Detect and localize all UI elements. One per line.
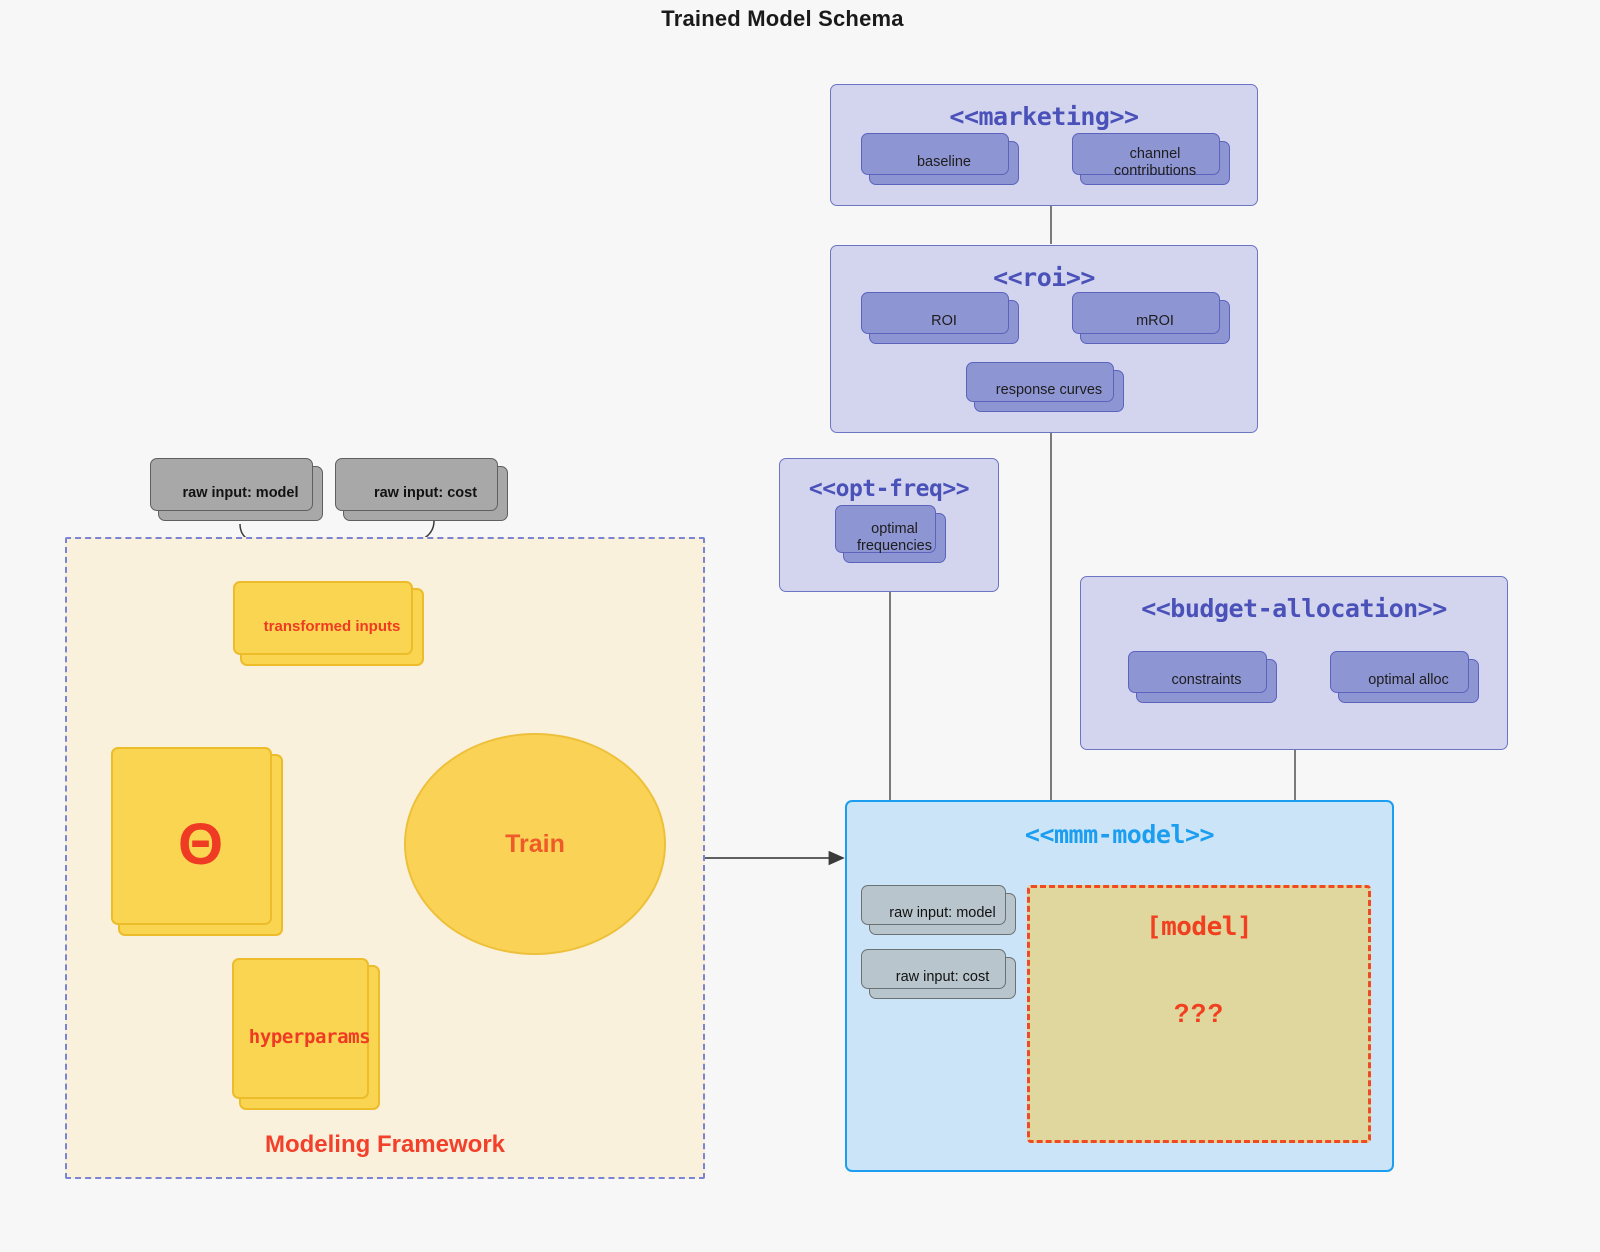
node-stack-shadow <box>1128 651 1267 693</box>
node-stack-shadow <box>861 133 1009 175</box>
node-label-line2: frequencies <box>857 538 932 554</box>
node-channel-contributions[interactable]: channel contributions <box>1072 133 1230 185</box>
node-label: raw input: model <box>182 484 299 501</box>
node-roi[interactable]: ROI <box>861 292 1019 344</box>
node-hyperparams[interactable]: hyperparams <box>232 958 380 1110</box>
node-stack-shadow <box>1072 292 1220 334</box>
node-label: raw input: model <box>889 905 996 922</box>
node-label: mROI <box>1136 313 1174 330</box>
node-raw-input-cost[interactable]: raw input: cost <box>335 458 508 521</box>
node-raw-input-model[interactable]: raw input: model <box>150 458 323 521</box>
node-label: optimal alloc <box>1368 672 1449 689</box>
model-placeholder-title: [model] <box>1145 912 1253 942</box>
package-roi[interactable]: <<roi>> ROI mROI response curves <box>830 245 1258 433</box>
node-label: raw input: cost <box>373 484 478 501</box>
node-mmm-raw-input-model[interactable]: raw input: model <box>861 885 1016 935</box>
node-label-line1: optimal <box>871 520 918 537</box>
node-transformed-inputs[interactable]: transformed inputs <box>233 581 424 666</box>
node-optimal-frequencies[interactable]: optimal frequencies <box>835 505 946 563</box>
node-stack-shadow <box>233 581 413 655</box>
package-mmm-model-stereotype: <<mmm-model>> <box>1024 820 1215 849</box>
node-theta-parameters[interactable]: Θ <box>111 747 283 936</box>
node-label: channel contributions <box>1113 145 1197 179</box>
modeling-framework-label: Modeling Framework <box>264 1131 506 1158</box>
node-stack-shadow <box>335 458 498 511</box>
node-stack-shadow <box>835 505 936 553</box>
node-baseline[interactable]: baseline <box>861 133 1019 185</box>
package-marketing[interactable]: <<marketing>> baseline channel contribut… <box>830 84 1258 206</box>
node-constraints[interactable]: constraints <box>1128 651 1277 703</box>
package-budget-allocation[interactable]: <<budget-allocation>> constraints optima… <box>1080 576 1508 750</box>
node-stack-shadow <box>1072 133 1220 175</box>
train-activity-ellipse[interactable]: Train <box>404 733 666 955</box>
node-mroi[interactable]: mROI <box>1072 292 1230 344</box>
node-stack-shadow <box>1330 651 1469 693</box>
node-label: Θ <box>177 812 224 877</box>
node-response-curves[interactable]: response curves <box>966 362 1124 412</box>
node-stack-shadow <box>861 949 1006 989</box>
package-roi-stereotype: <<roi>> <box>993 263 1095 292</box>
node-stack-shadow <box>966 362 1114 402</box>
package-opt-freq[interactable]: <<opt-freq>> optimal frequencies <box>779 458 999 592</box>
node-stack-shadow <box>111 747 272 925</box>
node-label: transformed inputs <box>263 618 401 636</box>
node-stack-shadow <box>861 885 1006 925</box>
node-optimal-alloc[interactable]: optimal alloc <box>1330 651 1479 703</box>
node-label: response curves <box>995 382 1103 399</box>
package-marketing-stereotype: <<marketing>> <box>949 102 1139 131</box>
model-placeholder-question: ??? <box>1173 998 1225 1028</box>
node-label: raw input: cost <box>895 969 990 986</box>
model-placeholder-box[interactable]: [model] ??? <box>1027 885 1371 1143</box>
node-label: baseline <box>916 154 971 171</box>
node-stack-shadow <box>232 958 369 1099</box>
page-title: Trained Model Schema <box>661 6 904 31</box>
node-stack-shadow <box>150 458 313 511</box>
node-label: constraints <box>1171 672 1242 689</box>
node-label: hyperparams <box>248 1026 371 1049</box>
package-opt-freq-stereotype: <<opt-freq>> <box>808 476 970 502</box>
package-budget-allocation-stereotype: <<budget-allocation>> <box>1141 594 1447 623</box>
node-mmm-raw-input-cost[interactable]: raw input: cost <box>861 949 1016 999</box>
node-stack-shadow <box>861 292 1009 334</box>
train-label: Train <box>505 829 565 858</box>
node-label: ROI <box>931 313 957 330</box>
package-mmm-model[interactable]: <<mmm-model>> raw input: model raw input… <box>845 800 1394 1172</box>
